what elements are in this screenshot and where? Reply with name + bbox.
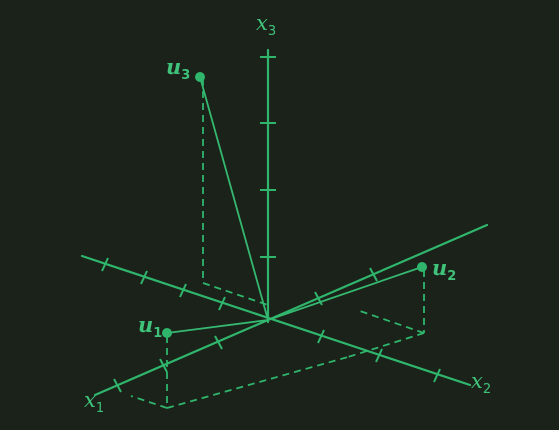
u2-vector	[267, 266, 423, 321]
x2-ticks	[101, 257, 441, 383]
x2-label: x2	[471, 369, 491, 397]
x3-label: x3	[256, 11, 276, 39]
u3-label: u3	[166, 54, 190, 83]
u3-point	[195, 72, 205, 82]
x1-ticks	[113, 267, 378, 393]
u2-projection	[347, 270, 425, 358]
x3-ticks	[260, 56, 276, 258]
x1-axis	[93, 223, 489, 397]
u3-projection	[202, 79, 269, 306]
u1-vector	[166, 319, 269, 334]
u3-vector	[199, 76, 269, 321]
u1-projection	[130, 336, 349, 409]
u1-point	[162, 328, 172, 338]
u2-point	[417, 262, 427, 272]
x2-axis	[80, 254, 472, 387]
x1-label: x1	[84, 388, 104, 416]
u2-label: u2	[432, 255, 456, 284]
u1-label: u1	[138, 312, 162, 341]
